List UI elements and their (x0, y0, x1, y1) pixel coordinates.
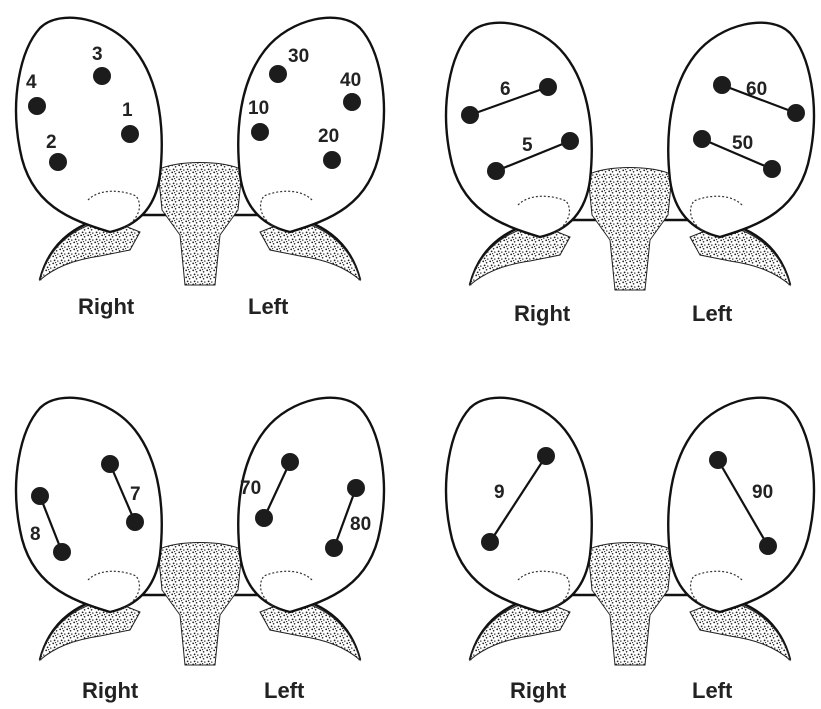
left-side-label: Left (692, 301, 733, 326)
site-marker (713, 76, 731, 94)
site-marker (325, 539, 343, 557)
site-label: 70 (240, 478, 261, 499)
site-marker (461, 106, 479, 124)
site-marker (126, 513, 144, 531)
site-label: 20 (318, 126, 339, 147)
site-marker (763, 160, 781, 178)
right-side-label: Right (510, 678, 567, 703)
site-marker (53, 543, 71, 561)
left-side-label: Left (264, 678, 305, 703)
right-side-label: Right (78, 294, 135, 319)
site-label: 2 (46, 132, 57, 153)
site-marker (121, 125, 139, 143)
panel-bottom-left: 7 8 70 80 Right Left (16, 398, 384, 703)
site-marker (269, 65, 287, 83)
site-label: 90 (752, 482, 773, 503)
panel-bottom-right: 9 90 Right Left (446, 398, 814, 703)
panel-top-right: 6 5 60 50 Right Left (446, 23, 814, 326)
site-marker (101, 455, 119, 473)
site-label: 1 (122, 100, 133, 121)
site-label: 5 (522, 135, 533, 156)
site-marker (347, 479, 365, 497)
site-label: 30 (288, 46, 309, 67)
site-marker (31, 487, 49, 505)
site-marker (481, 533, 499, 551)
site-marker (251, 123, 269, 141)
site-marker (28, 97, 46, 115)
site-marker (537, 447, 555, 465)
site-marker (93, 67, 111, 85)
site-marker (561, 132, 579, 150)
site-marker (487, 162, 505, 180)
site-label: 8 (30, 524, 41, 545)
site-marker (281, 453, 299, 471)
site-marker (49, 153, 67, 171)
site-marker (343, 93, 361, 111)
left-side-label: Left (692, 678, 733, 703)
site-marker (787, 104, 805, 122)
site-label: 4 (26, 72, 37, 93)
right-side-label: Right (514, 301, 571, 326)
site-label: 6 (500, 79, 511, 100)
site-label: 10 (248, 98, 269, 119)
site-label: 80 (350, 514, 371, 535)
site-label: 50 (732, 133, 753, 154)
site-label: 60 (746, 79, 767, 100)
site-label: 7 (130, 484, 141, 505)
panel-top-left: 4 3 2 1 30 40 10 20 Right Left (16, 18, 384, 319)
site-marker (709, 451, 727, 469)
site-marker (323, 151, 341, 169)
site-marker (759, 537, 777, 555)
site-marker (539, 78, 557, 96)
site-marker (255, 509, 273, 527)
site-label: 3 (92, 44, 103, 65)
right-side-label: Right (82, 678, 139, 703)
left-side-label: Left (248, 294, 289, 319)
site-label: 40 (340, 70, 361, 91)
site-label: 9 (494, 482, 505, 503)
site-marker (693, 130, 711, 148)
